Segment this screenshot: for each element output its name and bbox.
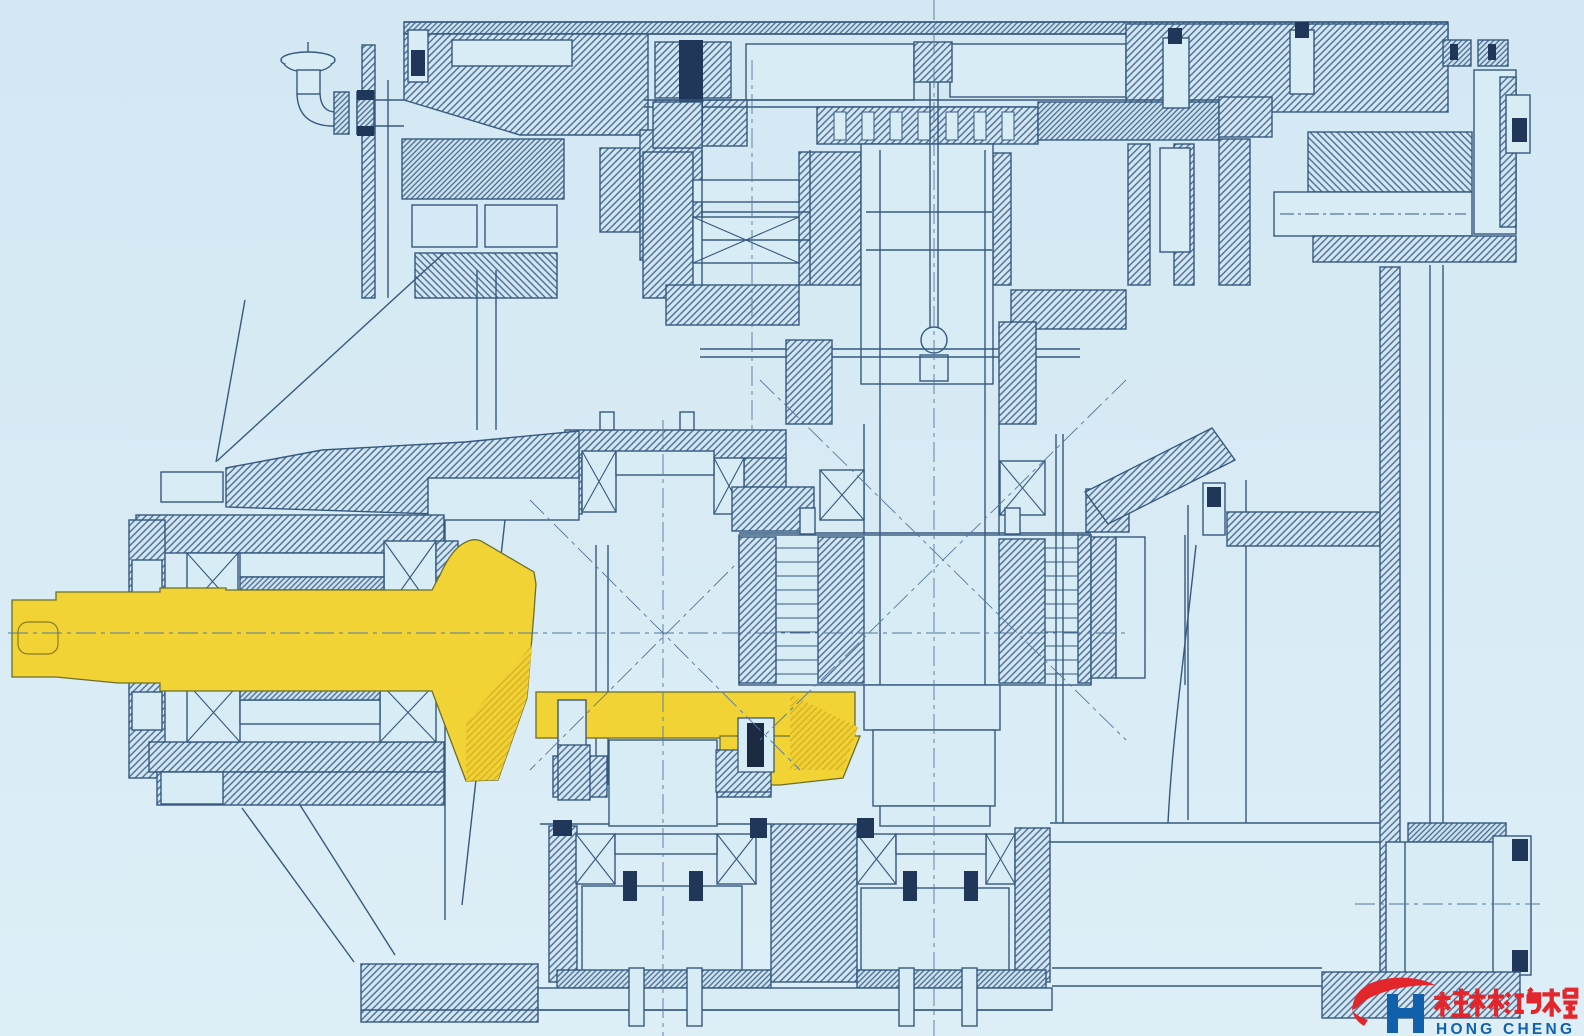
svg-text:HONG CHENG: HONG CHENG — [1436, 1021, 1572, 1036]
